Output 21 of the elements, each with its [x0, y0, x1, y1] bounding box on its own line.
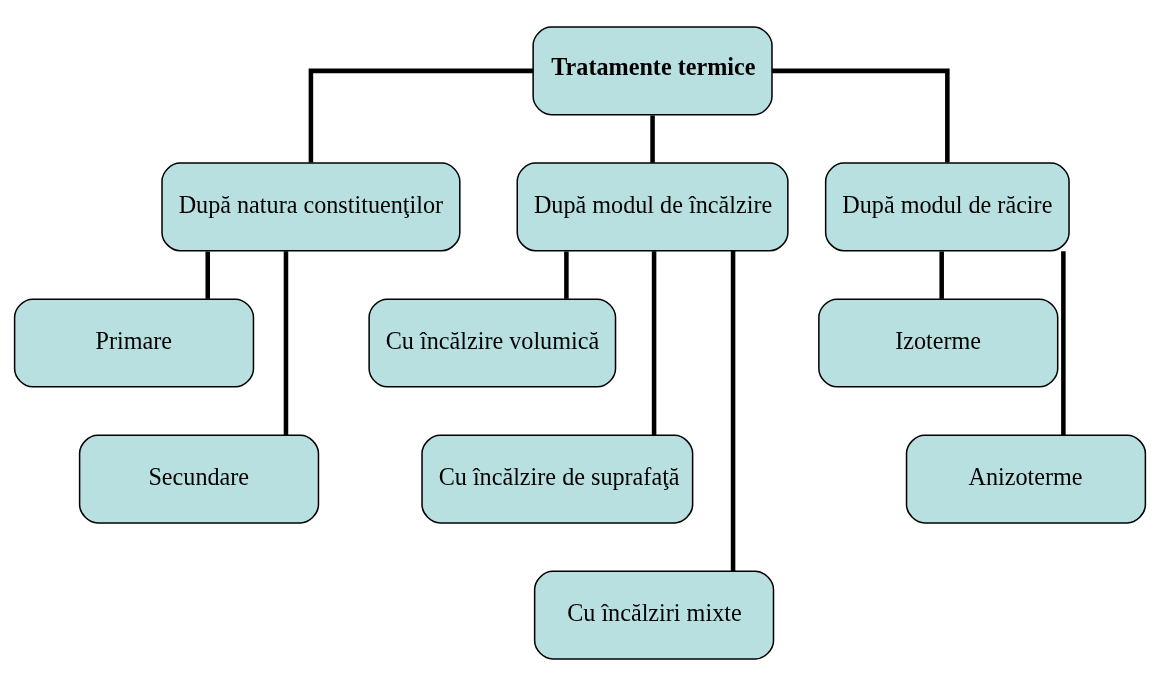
connector — [205, 251, 210, 299]
node-box: După natura constituenţilor — [161, 161, 461, 252]
connector — [651, 250, 657, 435]
connector — [1061, 250, 1066, 435]
node-box: Cu încălziri mixte — [533, 570, 775, 660]
node-box: Anizoterme — [905, 433, 1147, 524]
connector — [772, 68, 950, 162]
connector — [283, 250, 289, 435]
connector — [308, 68, 534, 162]
connector — [650, 114, 655, 163]
connector — [939, 251, 944, 299]
node-box: Primare — [13, 297, 255, 388]
node-box: După modul de răcire — [824, 161, 1070, 252]
node-box: Secundare — [78, 433, 320, 524]
node-box: Cu încălzire volumică — [368, 297, 617, 388]
connector — [730, 250, 736, 571]
node-box: Izoterme — [818, 297, 1059, 388]
node-box: Cu încălzire de suprafaţă — [421, 433, 694, 524]
connector — [564, 251, 569, 299]
node-box: Tratamente termice — [532, 25, 773, 115]
node-box: După modul de încălzire — [516, 161, 789, 252]
